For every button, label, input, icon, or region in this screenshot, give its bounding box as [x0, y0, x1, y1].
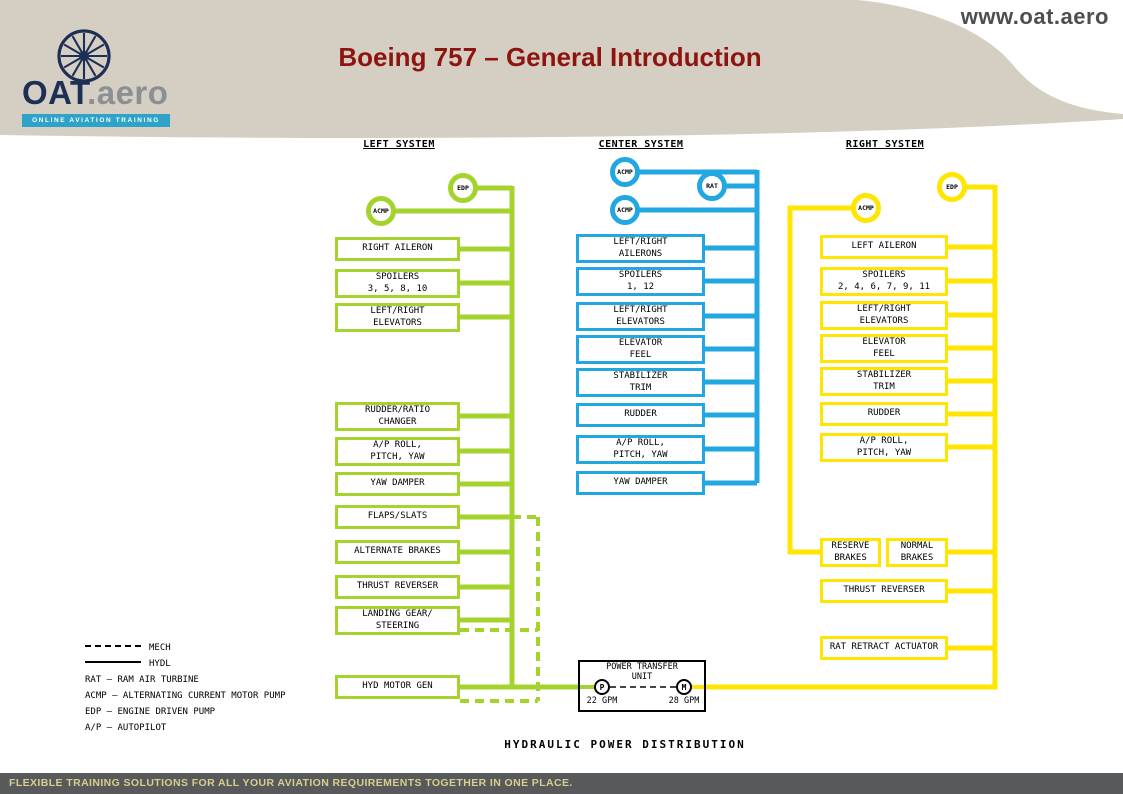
center-box-spoilers: SPOILERS 1, 12 [576, 267, 705, 296]
legend-mech-row: MECH [85, 640, 285, 656]
center-acmp1-pump: ACMP [610, 157, 640, 187]
right-box-rat-retract-actuator: RAT RETRACT ACTUATOR [820, 636, 948, 660]
diagram-caption: HYDRAULIC POWER DISTRIBUTION [504, 738, 746, 751]
mech-line-sample [85, 644, 141, 647]
center-box-ailerons: LEFT/RIGHT AILERONS [576, 234, 705, 263]
right-edp-pump: EDP [937, 172, 967, 202]
center-box-ap-roll-pitch-yaw: A/P ROLL, PITCH, YAW [576, 435, 705, 464]
center-box-elevators: LEFT/RIGHT ELEVATORS [576, 302, 705, 331]
center-box-elevator-feel: ELEVATOR FEEL [576, 335, 705, 364]
ptu-flow-left: 22 GPM [586, 696, 618, 706]
ptu-right-hyd-stub [690, 685, 704, 689]
oat-logo: OAT.aero ONLINE AVIATION TRAINING [22, 28, 182, 132]
legend-acmp-abbrev: ACMP – ALTERNATING CURRENT MOTOR PUMP [85, 691, 286, 701]
legend-hydl-row: HYDL [85, 656, 285, 672]
right-box-left-aileron: LEFT AILERON [820, 235, 948, 259]
ptu-flow-right: 28 GPM [668, 696, 700, 706]
right-box-spoilers: SPOILERS 2, 4, 6, 7, 9, 11 [820, 267, 948, 296]
center-system-header: CENTER SYSTEM [598, 139, 684, 150]
ptu-mech-shaft-line [610, 686, 676, 688]
left-box-right-aileron: RIGHT AILERON [335, 237, 460, 261]
legend-hydl-label: HYDL [149, 659, 171, 669]
header-band [0, 0, 1123, 138]
left-acmp-pump: ACMP [366, 196, 396, 226]
right-box-rudder: RUDDER [820, 402, 948, 426]
page-title: Boeing 757 – General Introduction [338, 42, 762, 72]
center-acmp2-pump: ACMP [610, 195, 640, 225]
legend-mech-label: MECH [149, 643, 171, 653]
left-edp-pump: EDP [448, 173, 478, 203]
logo-tagline: ONLINE AVIATION TRAINING [22, 114, 170, 127]
left-box-thrust-reverser: THRUST REVERSER [335, 575, 460, 599]
logo-brand-text: OAT [22, 74, 88, 111]
ptu-motor-circle: M [676, 679, 692, 695]
left-system-header: LEFT SYSTEM [363, 139, 435, 150]
right-acmp-pump: ACMP [851, 193, 881, 223]
legend-edp-abbrev: EDP – ENGINE DRIVEN PUMP [85, 707, 216, 717]
turbine-icon [57, 29, 111, 83]
left-box-spoilers: SPOILERS 3, 5, 8, 10 [335, 269, 460, 298]
left-box-landing-gear-steering: LANDING GEAR/ STEERING [335, 606, 460, 635]
left-box-ap-roll-pitch-yaw: A/P ROLL, PITCH, YAW [335, 437, 460, 466]
right-box-reserve-brakes: RESERVE BRAKES [820, 538, 881, 567]
center-rat-pump: RAT [697, 171, 727, 201]
left-system-mech-lines [460, 515, 540, 703]
right-box-ap-roll-pitch-yaw: A/P ROLL, PITCH, YAW [820, 433, 948, 462]
center-box-rudder: RUDDER [576, 403, 705, 427]
right-box-elevator-feel: ELEVATOR FEEL [820, 334, 948, 363]
ptu-title: POWER TRANSFER UNIT [606, 662, 678, 682]
right-box-stabilizer-trim: STABILIZER TRIM [820, 367, 948, 396]
center-box-yaw-damper: YAW DAMPER [576, 471, 705, 495]
left-box-elevators: LEFT/RIGHT ELEVATORS [335, 303, 460, 332]
right-system-header: RIGHT SYSTEM [845, 139, 925, 150]
right-box-thrust-reverser: THRUST REVERSER [820, 579, 948, 603]
logo-wordmark: OAT.aero [22, 76, 168, 109]
ptu-left-hyd-stub [580, 685, 594, 689]
left-box-yaw-damper: YAW DAMPER [335, 472, 460, 496]
power-transfer-unit: POWER TRANSFER UNIT P M 22 GPM 28 GPM [578, 660, 706, 712]
right-box-normal-brakes: NORMAL BRAKES [886, 538, 948, 567]
right-box-elevators: LEFT/RIGHT ELEVATORS [820, 301, 948, 330]
hydl-line-sample [85, 660, 141, 663]
legend-ap-abbrev: A/P – AUTOPILOT [85, 723, 167, 733]
center-box-stabilizer-trim: STABILIZER TRIM [576, 368, 705, 397]
footer-bar: FLEXIBLE TRAINING SOLUTIONS FOR ALL YOUR… [0, 773, 1123, 794]
ptu-pump-circle: P [594, 679, 610, 695]
left-box-flaps-slats: FLAPS/SLATS [335, 505, 460, 529]
legend-rat-abbrev: RAT – RAM AIR TURBINE [85, 675, 199, 685]
legend: MECH HYDL RAT – RAM AIR TURBINE ACMP – A… [85, 640, 285, 736]
website-url: www.oat.aero [960, 4, 1109, 29]
footer-text: FLEXIBLE TRAINING SOLUTIONS FOR ALL YOUR… [9, 777, 573, 789]
logo-suffix-text: .aero [87, 74, 169, 111]
left-box-rudder-ratio-changer: RUDDER/RATIO CHANGER [335, 402, 460, 431]
left-box-alternate-brakes: ALTERNATE BRAKES [335, 540, 460, 564]
left-box-hyd-motor-gen: HYD MOTOR GEN [335, 675, 460, 699]
